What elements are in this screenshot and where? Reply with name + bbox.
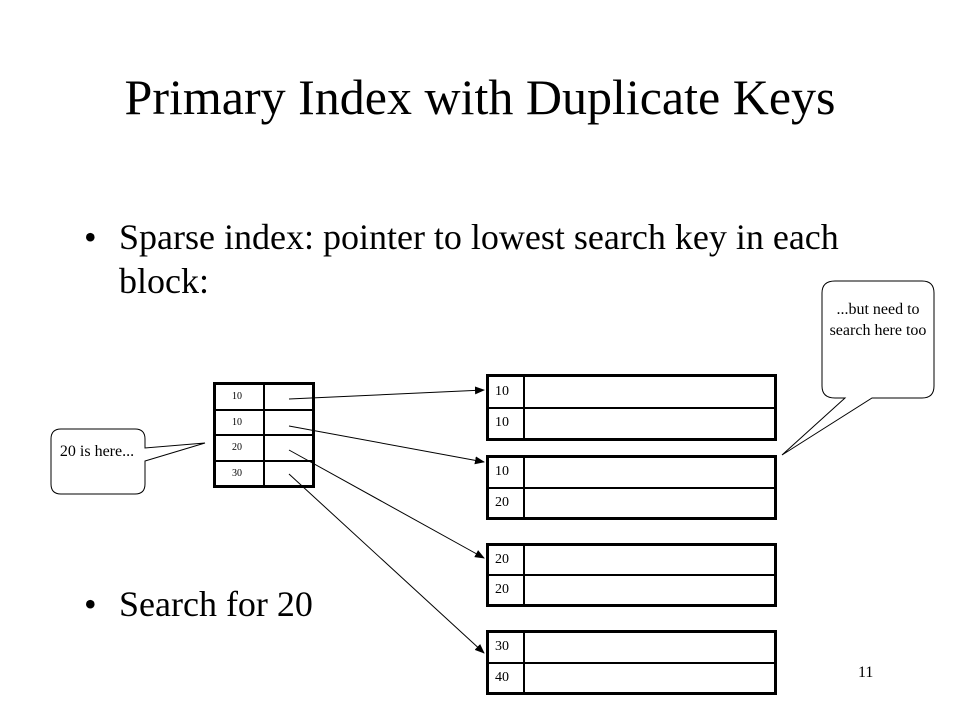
index-key-cell: 10 — [215, 409, 264, 435]
index-key-cell: 10 — [215, 384, 264, 410]
block-key-cell: 10 — [488, 457, 524, 488]
block-record-cell — [524, 376, 775, 408]
block-record-cell — [524, 632, 775, 663]
pointer-arrow-1 — [288, 386, 485, 400]
pointer-arrow-2 — [288, 425, 485, 465]
sparse-index-table: 10 10 20 30 — [213, 382, 315, 488]
block-record-cell — [524, 575, 775, 605]
callout-right-bubble — [781, 280, 935, 456]
index-pointer-cell — [264, 384, 313, 410]
index-pointer-cell — [264, 460, 313, 486]
data-block-1: 10 10 — [486, 374, 777, 441]
block-key-cell: 40 — [488, 662, 524, 693]
bullet-sparse-index: • Sparse index: pointer to lowest search… — [84, 215, 864, 305]
block-record-cell — [524, 545, 775, 575]
callout-left-text: 20 is here... — [59, 443, 135, 460]
data-block-4: 30 40 — [486, 630, 777, 695]
data-block-2: 10 20 — [486, 455, 777, 520]
data-block-3: 20 20 — [486, 543, 777, 607]
index-pointer-cell — [264, 409, 313, 435]
block-key-cell: 20 — [488, 545, 524, 575]
block-record-cell — [524, 662, 775, 693]
pointer-arrow-3 — [288, 449, 485, 559]
bullet-text: Search for 20 — [119, 584, 313, 624]
callout-left-bubble — [50, 428, 206, 495]
block-key-cell: 10 — [488, 376, 524, 408]
block-key-cell: 20 — [488, 575, 524, 605]
block-record-cell — [524, 457, 775, 488]
block-record-cell — [524, 407, 775, 439]
index-pointer-cell — [264, 435, 313, 461]
bullet-search: • Search for 20 — [84, 582, 484, 626]
bullet-dot: • — [84, 217, 97, 257]
slide-title: Primary Index with Duplicate Keys — [124, 69, 836, 125]
slide-number: 11 — [858, 664, 874, 681]
index-key-cell: 30 — [215, 460, 264, 486]
bullet-dot: • — [84, 584, 97, 624]
block-key-cell: 20 — [488, 487, 524, 518]
block-key-cell: 10 — [488, 407, 524, 439]
block-key-cell: 30 — [488, 632, 524, 663]
callout-right-text: ...but need to search here too — [829, 301, 927, 339]
index-key-cell: 20 — [215, 435, 264, 461]
block-record-cell — [524, 487, 775, 518]
pointer-arrow-4 — [288, 473, 485, 654]
bullet-text: Sparse index: pointer to lowest search k… — [119, 217, 839, 301]
